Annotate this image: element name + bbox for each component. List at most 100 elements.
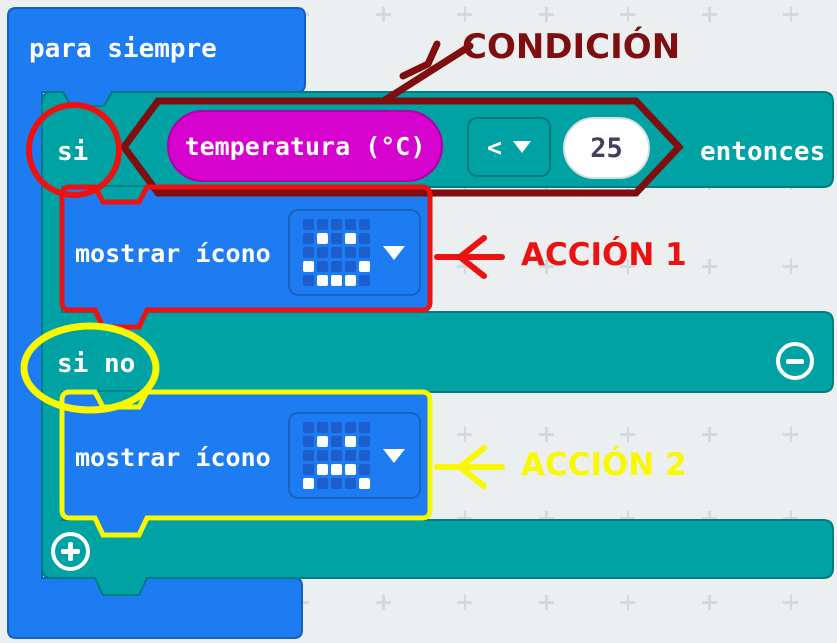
grid-plus-mark xyxy=(701,510,717,526)
grid-plus-mark xyxy=(538,6,554,22)
else-label: si no xyxy=(57,349,136,379)
grid-plus-mark xyxy=(538,510,554,526)
led-off xyxy=(331,233,342,244)
grid-plus-mark xyxy=(620,258,635,274)
led-on xyxy=(317,436,328,447)
comparison-operator-value: < xyxy=(486,132,503,162)
grid-plus-mark xyxy=(620,6,635,22)
condition-annotation-label: CONDICIÓN xyxy=(462,27,681,67)
grid-plus-mark xyxy=(701,594,717,610)
led-on xyxy=(331,464,342,475)
led-off xyxy=(303,436,314,447)
led-off xyxy=(359,436,370,447)
led-on xyxy=(303,478,314,489)
led-off xyxy=(303,450,314,461)
led-off xyxy=(331,422,342,433)
led-on xyxy=(331,275,342,286)
number-value: 25 xyxy=(590,132,623,164)
grid-plus-mark xyxy=(538,426,554,442)
forever-block[interactable] xyxy=(7,7,306,639)
if-else-block[interactable] xyxy=(41,91,834,596)
happy-face-icon xyxy=(303,219,370,286)
minus-icon xyxy=(786,358,804,364)
led-off xyxy=(359,275,370,286)
icon-picker-dropdown-1[interactable] xyxy=(288,209,421,296)
grid-plus-mark xyxy=(457,6,472,22)
led-on xyxy=(345,464,356,475)
led-on xyxy=(345,233,356,244)
temperature-reporter-label: temperatura (°C) xyxy=(184,131,426,161)
if-label: si xyxy=(57,137,89,167)
grid-plus-mark xyxy=(457,594,472,610)
grid-plus-mark xyxy=(783,258,798,274)
led-off xyxy=(303,464,314,475)
led-off xyxy=(345,450,356,461)
grid-plus-mark xyxy=(620,510,635,526)
led-off xyxy=(359,450,370,461)
grid-plus-mark xyxy=(783,594,798,610)
led-off xyxy=(359,247,370,258)
led-off xyxy=(317,261,328,272)
grid-plus-mark xyxy=(457,426,472,442)
else-connector-tab xyxy=(93,390,149,409)
if-connector-tab xyxy=(93,185,149,204)
then-label: entonces xyxy=(700,137,826,167)
led-on xyxy=(359,478,370,489)
show-icon-1-label: mostrar ícono xyxy=(75,239,271,268)
led-off xyxy=(345,422,356,433)
led-off xyxy=(345,247,356,258)
led-on xyxy=(345,275,356,286)
led-off xyxy=(345,219,356,230)
add-else-if-button[interactable] xyxy=(51,532,90,571)
chevron-down-icon xyxy=(383,245,405,260)
grid-plus-mark xyxy=(457,258,472,274)
led-off xyxy=(359,219,370,230)
led-off xyxy=(359,464,370,475)
led-off xyxy=(317,422,328,433)
icon-picker-dropdown-2[interactable] xyxy=(288,412,421,499)
action2-annotation-label: ACCIÓN 2 xyxy=(521,447,687,483)
led-on xyxy=(345,436,356,447)
led-off xyxy=(303,247,314,258)
led-off xyxy=(303,219,314,230)
grid-plus-mark xyxy=(538,258,554,274)
led-off xyxy=(331,450,342,461)
grid-plus-mark xyxy=(620,426,635,442)
led-off xyxy=(317,219,328,230)
forever-block-label: para siempre xyxy=(29,34,217,64)
comparison-operator-dropdown[interactable]: < xyxy=(467,117,551,177)
led-off xyxy=(331,261,342,272)
led-off xyxy=(331,247,342,258)
grid-plus-mark xyxy=(375,594,391,610)
led-off xyxy=(317,478,328,489)
led-off xyxy=(303,275,314,286)
led-on xyxy=(317,233,328,244)
grid-plus-mark xyxy=(457,510,472,526)
show-icon-2-label: mostrar ícono xyxy=(75,443,271,472)
led-off xyxy=(359,422,370,433)
led-off xyxy=(317,450,328,461)
led-off xyxy=(303,422,314,433)
grid-plus-mark xyxy=(538,594,554,610)
remove-else-button[interactable] xyxy=(776,342,814,380)
chevron-down-icon xyxy=(383,448,405,463)
led-off xyxy=(303,233,314,244)
grid-plus-mark xyxy=(620,594,635,610)
led-off xyxy=(345,261,356,272)
led-on xyxy=(359,261,370,272)
grid-plus-mark xyxy=(783,426,798,442)
temperature-reporter-block[interactable]: temperatura (°C) xyxy=(167,110,443,182)
grid-plus-mark xyxy=(375,6,391,22)
chevron-down-icon xyxy=(513,141,532,153)
led-off xyxy=(317,247,328,258)
led-on xyxy=(303,261,314,272)
number-input[interactable]: 25 xyxy=(563,117,650,179)
grid-plus-mark xyxy=(701,258,717,274)
led-off xyxy=(345,478,356,489)
action1-annotation-label: ACCIÓN 1 xyxy=(521,237,687,273)
led-on xyxy=(317,464,328,475)
grid-plus-mark xyxy=(783,510,798,526)
accion2-arrow xyxy=(434,445,505,489)
grid-plus-mark xyxy=(783,6,798,22)
